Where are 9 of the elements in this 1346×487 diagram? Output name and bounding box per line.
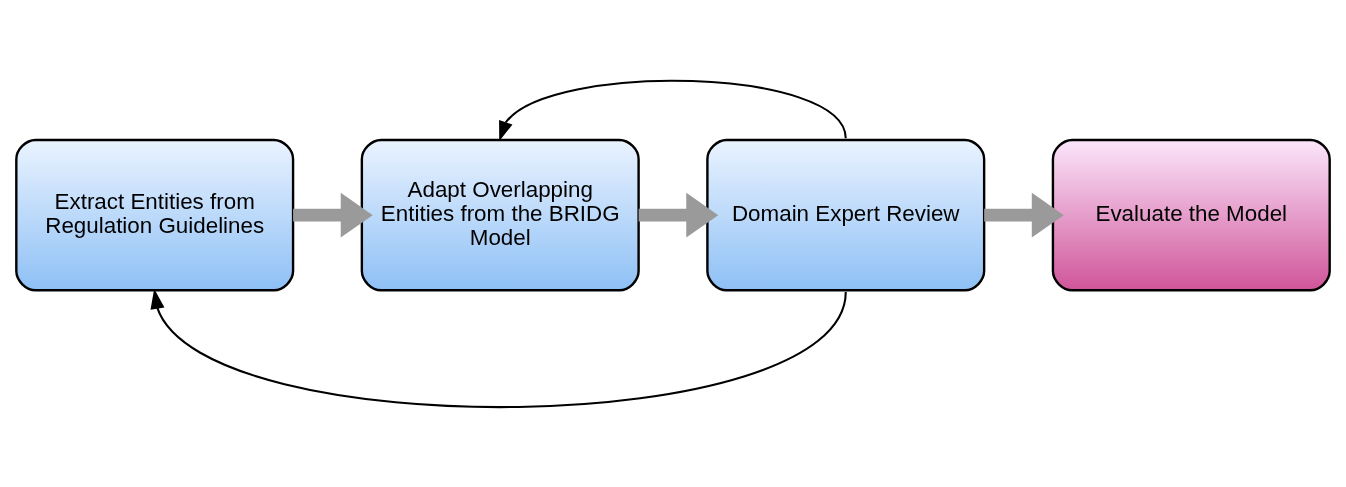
arrow (984, 192, 1064, 237)
node-box: Adapt Overlapping Entities from the BRIDG Model (360, 138, 640, 291)
node-box: Domain Expert Review (706, 138, 986, 291)
arrow (499, 79, 847, 141)
arrow (638, 192, 719, 237)
node-box: Extract Entities from Regulation Guidelines (15, 138, 295, 291)
arrow (293, 192, 373, 237)
arrow (150, 288, 847, 408)
node-box: Evaluate the Model (1051, 138, 1331, 291)
